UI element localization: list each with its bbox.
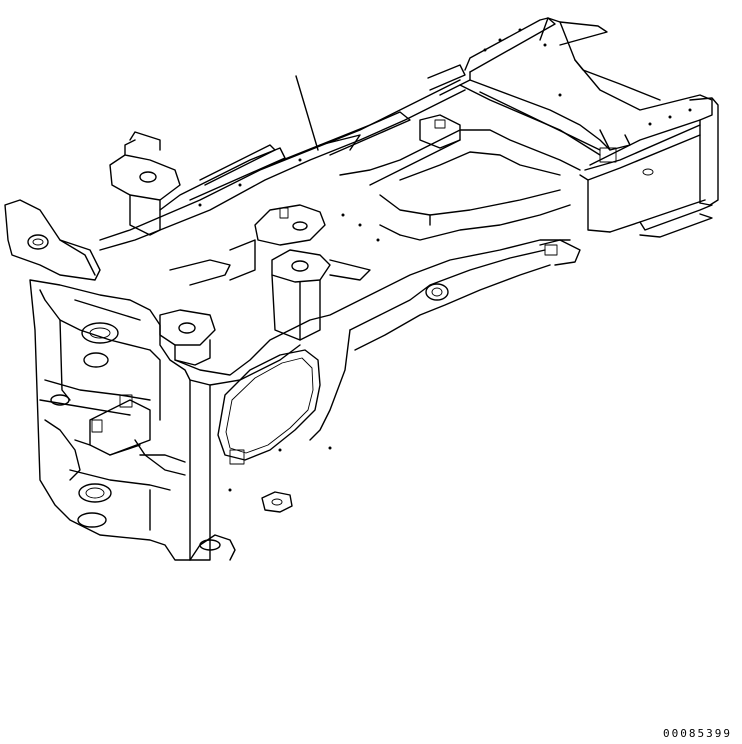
tube-end-boss [425, 283, 449, 301]
cross-member-center [169, 204, 371, 341]
king-pin-bore-lower [78, 483, 112, 503]
front-wall-plate [174, 239, 571, 561]
bracket-block [599, 147, 617, 163]
mount-bore [27, 234, 49, 250]
king-pin-bore-upper [81, 322, 119, 344]
hinge-bore [50, 394, 70, 406]
clip-bracket [229, 449, 245, 465]
interior-bracing [74, 394, 151, 456]
upper-rail-flange [427, 17, 631, 156]
lower-tube-arm [309, 239, 581, 441]
drawing-number: 00085399 [663, 727, 732, 740]
lower-pin-boss [199, 539, 221, 551]
center-longitudinal-frame [339, 114, 581, 241]
bolt-holes [198, 28, 692, 492]
side-access-opening [217, 349, 321, 465]
king-pin-bore-bottom [77, 512, 107, 528]
lower-lug [261, 491, 293, 513]
cross-member-block [279, 207, 289, 219]
center-mount-plate [159, 309, 216, 366]
rear-end-frame [539, 17, 719, 238]
frame-hole [642, 168, 654, 176]
front-frame-body [29, 279, 191, 561]
front-left-mount-plate [4, 199, 101, 281]
callout-leader-line [295, 75, 319, 151]
king-pin-bore-mid [83, 352, 109, 368]
front-tower-bracket [109, 131, 181, 236]
